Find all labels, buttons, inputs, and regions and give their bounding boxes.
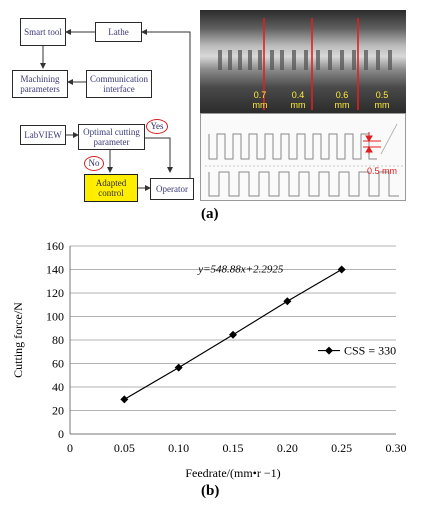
profile-trace [205, 123, 403, 197]
machined-part-photo: 0.7 mm 0.4 mm 0.6 mm 0.5 mm [200, 10, 406, 113]
y-tick-label: 0 [58, 427, 64, 441]
groove-label-4: 0.5 mm [374, 90, 390, 110]
x-tick-label: 0 [67, 441, 73, 455]
yes-text: Yes [150, 121, 164, 131]
labview-box: LabVIEW [20, 125, 66, 145]
x-tick-label: 0.15 [223, 441, 244, 455]
x-tick-label: 0.30 [386, 441, 407, 455]
legend-label: CSS = 330 [344, 344, 396, 358]
chart-grid [70, 245, 396, 411]
data-point [337, 265, 346, 274]
labview-label: LabVIEW [24, 130, 62, 140]
y-tick-label: 100 [46, 310, 64, 324]
machining-parameters-label: Machining parameters [20, 74, 60, 94]
part-grooves [218, 18, 392, 110]
operator-box: Operator [150, 178, 194, 200]
groove-label-3: 0.6 mm [334, 90, 350, 110]
x-tick-label: 0.25 [331, 441, 352, 455]
communication-interface-box: Communication interface [86, 70, 152, 98]
flowchart-arrows [40, 29, 191, 191]
data-point [283, 297, 292, 306]
lathe-label: Lathe [108, 27, 129, 37]
chart-legend: CSS = 330 [318, 344, 396, 358]
communication-interface-label: Communication interface [90, 74, 148, 94]
adapted-control-box: Adapted control [84, 174, 138, 202]
x-tick-label: 0.05 [114, 441, 135, 455]
profile-dimension-label: 0.5 mm [367, 166, 398, 176]
adapted-control-label: Adapted control [95, 178, 127, 198]
machining-parameters-box: Machining parameters [12, 70, 68, 98]
optimal-cutting-parameter-label: Optimal cutting parameter [83, 127, 140, 147]
y-tick-label: 40 [52, 380, 64, 394]
smart-tool-label: Smart tool [24, 27, 62, 37]
y-tick-label: 140 [46, 263, 64, 277]
yes-label: Yes [146, 119, 168, 134]
data-point [174, 363, 183, 372]
y-tick-label: 160 [46, 239, 64, 253]
regression-equation: y=548.88x+2.2925 [197, 263, 284, 275]
lathe-box: Lathe [95, 22, 142, 42]
optimal-cutting-parameter-box: Optimal cutting parameter [78, 124, 145, 150]
x-tick-label: 0.10 [168, 441, 189, 455]
cutting-force-chart: 0 20 40 60 80 100 120 140 160 0 0.05 0.10 0.15 0.20 0.… [11, 239, 407, 480]
legend-marker [325, 346, 333, 355]
smart-tool-box: Smart tool [20, 18, 66, 46]
groove-profile: 0.5 mm [200, 113, 406, 201]
x-tick-label: 0.20 [277, 441, 298, 455]
y-tick-label: 80 [52, 333, 64, 347]
groove-label-1: 0.7 mm [252, 90, 268, 110]
groove-label-2: 0.4 mm [290, 90, 306, 110]
no-label: No [84, 156, 104, 171]
panel-a-label: (a) [201, 206, 219, 222]
chart-axes [69, 246, 396, 435]
panel-b-label: (b) [201, 483, 220, 499]
y-tick-label: 60 [52, 357, 64, 371]
y-tick-label: 120 [46, 286, 64, 300]
data-point [229, 330, 237, 339]
x-axis-label: Feedrate/(mm•r −1) [185, 466, 280, 480]
no-text: No [88, 158, 100, 168]
chart-series [120, 265, 346, 404]
y-tick-label: 20 [52, 404, 64, 418]
operator-label: Operator [156, 184, 188, 194]
data-point [120, 395, 129, 404]
y-axis-label: Cutting force/N [11, 302, 25, 378]
chart-tick-labels: 0 20 40 60 80 100 120 140 160 0 0.05 0.10 0.15 0.20 0.… [46, 239, 407, 455]
